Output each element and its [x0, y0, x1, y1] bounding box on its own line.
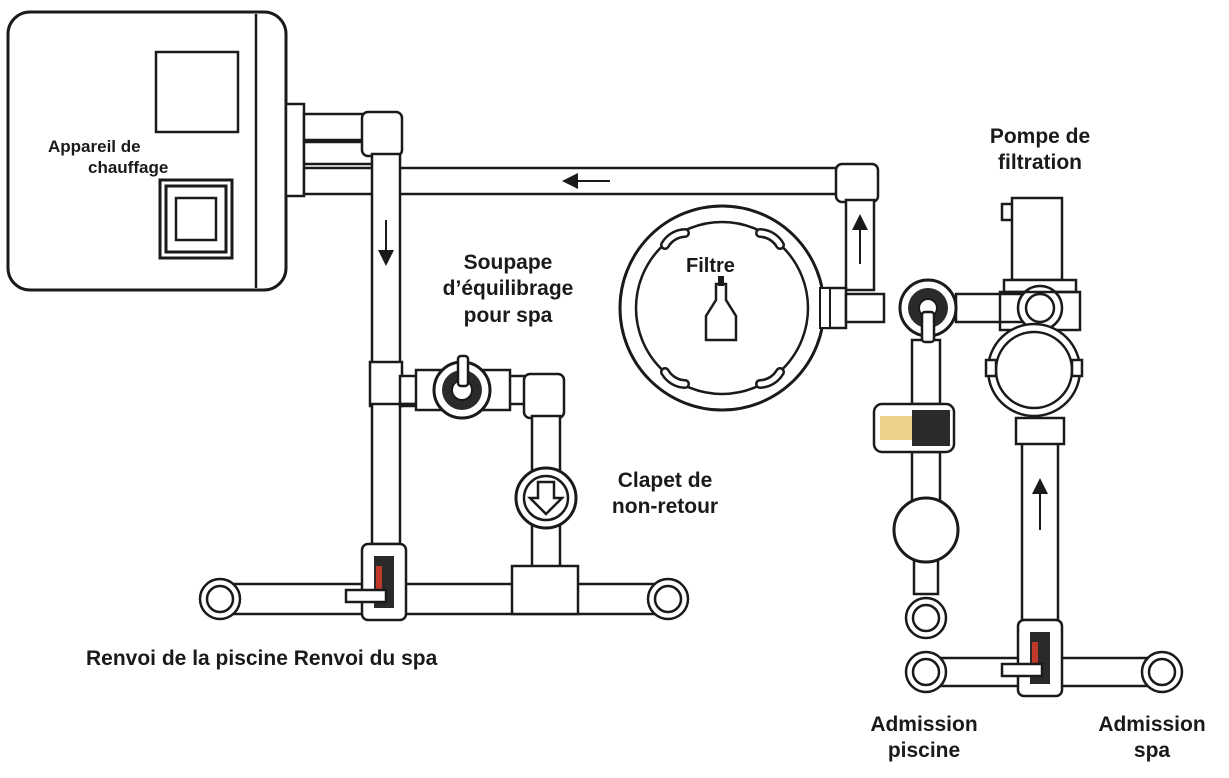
label-pool-intake: Admission piscine: [870, 713, 978, 763]
pump-unit: [984, 196, 1084, 418]
pool-intake-valve: [872, 402, 960, 564]
pipe-network: [198, 110, 1184, 694]
check-valve: [514, 466, 578, 530]
heater-display: [154, 50, 240, 134]
valve-handle-icon: [456, 354, 470, 388]
pool-return-valve: [344, 542, 408, 622]
filter-unit: [618, 204, 831, 412]
label-check-valve: Clapet de non-retour: [611, 469, 719, 519]
label-filter: Filtre: [686, 255, 735, 277]
flow-arrows: [378, 173, 1048, 530]
label-spa-intake: Admission spa: [1098, 713, 1206, 763]
heater-unit: [6, 10, 306, 292]
label-heater: Appareil de chauffage: [48, 137, 169, 178]
intake-diverter-valve: [1000, 618, 1064, 698]
filter-gauge-icon: [704, 282, 738, 342]
label-returns: Renvoi de la piscine Renvoi du spa: [86, 647, 438, 670]
balance-valve: [414, 354, 512, 420]
label-pump: Pompe de filtration: [989, 125, 1091, 175]
label-balance-valve: Soupape d’équilibrage pour spa: [442, 251, 574, 327]
check-arrow-icon: [526, 480, 566, 516]
pump-diverter-valve: [898, 278, 958, 344]
